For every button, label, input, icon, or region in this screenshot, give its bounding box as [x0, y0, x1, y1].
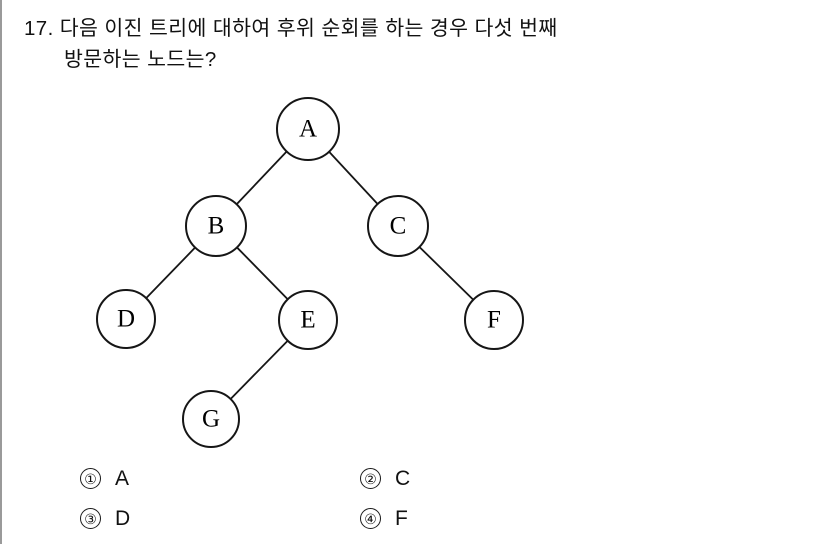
answer-choice-1[interactable]: ① A [80, 468, 129, 489]
tree-node-circle-a [276, 97, 340, 161]
tree-node-group: A B C D E F G [96, 97, 524, 448]
choice-marker-3: ③ [80, 508, 101, 529]
tree-edge-b-d [145, 246, 196, 299]
tree-node-c: C [367, 195, 429, 257]
answer-choice-2[interactable]: ② C [360, 468, 410, 489]
tree-node-a: A [276, 97, 340, 161]
tree-node-f: F [464, 290, 524, 350]
tree-edge-c-f [418, 246, 474, 301]
choice-label-3: D [115, 507, 131, 530]
binary-tree-diagram: A B C D E F G [2, 88, 622, 458]
choice-marker-1: ① [80, 468, 101, 489]
choice-label-4: F [395, 507, 408, 530]
tree-edge-e-g [229, 340, 289, 400]
tree-node-e: E [278, 290, 338, 350]
tree-edge-a-c [328, 151, 379, 205]
tree-node-label-f: F [487, 307, 501, 334]
tree-node-g: G [182, 390, 240, 448]
tree-node-label-c: C [390, 213, 407, 240]
tree-node-label-b: B [208, 213, 225, 240]
choice-label-1: A [115, 467, 130, 490]
tree-node-label-e: E [300, 307, 315, 334]
tree-node-label-d: D [117, 306, 135, 333]
question-line-2: 방문하는 노드는? [64, 48, 217, 71]
choice-marker-4: ④ [360, 508, 381, 529]
tree-node-circle-g [182, 390, 240, 448]
tree-node-b: B [185, 195, 247, 257]
answer-choice-3[interactable]: ③ D [80, 508, 130, 529]
tree-node-d: D [96, 289, 156, 349]
tree-edge-b-e [236, 246, 289, 300]
choice-label-2: C [395, 467, 411, 490]
question-line-1: 17. 다음 이진 트리에 대하여 후위 순회를 하는 경우 다섯 번째 [24, 17, 558, 40]
tree-node-circle-e [278, 290, 338, 350]
answer-choices: ① A ② C ③ D ④ F [2, 464, 622, 544]
question-text: 17. 다음 이진 트리에 대하여 후위 순회를 하는 경우 다섯 번째 방문하… [24, 13, 794, 75]
tree-node-circle-d [96, 289, 156, 349]
answer-choice-4[interactable]: ④ F [360, 508, 408, 529]
tree-node-circle-c [367, 195, 429, 257]
tree-node-label-a: A [299, 116, 317, 143]
tree-node-circle-b [185, 195, 247, 257]
tree-svg: A B C D E F G [96, 97, 524, 448]
tree-node-label-g: G [202, 406, 220, 433]
tree-node-circle-f [464, 290, 524, 350]
choice-marker-2: ② [360, 468, 381, 489]
tree-edge-a-b [235, 150, 288, 205]
tree-edge-group [145, 150, 474, 400]
